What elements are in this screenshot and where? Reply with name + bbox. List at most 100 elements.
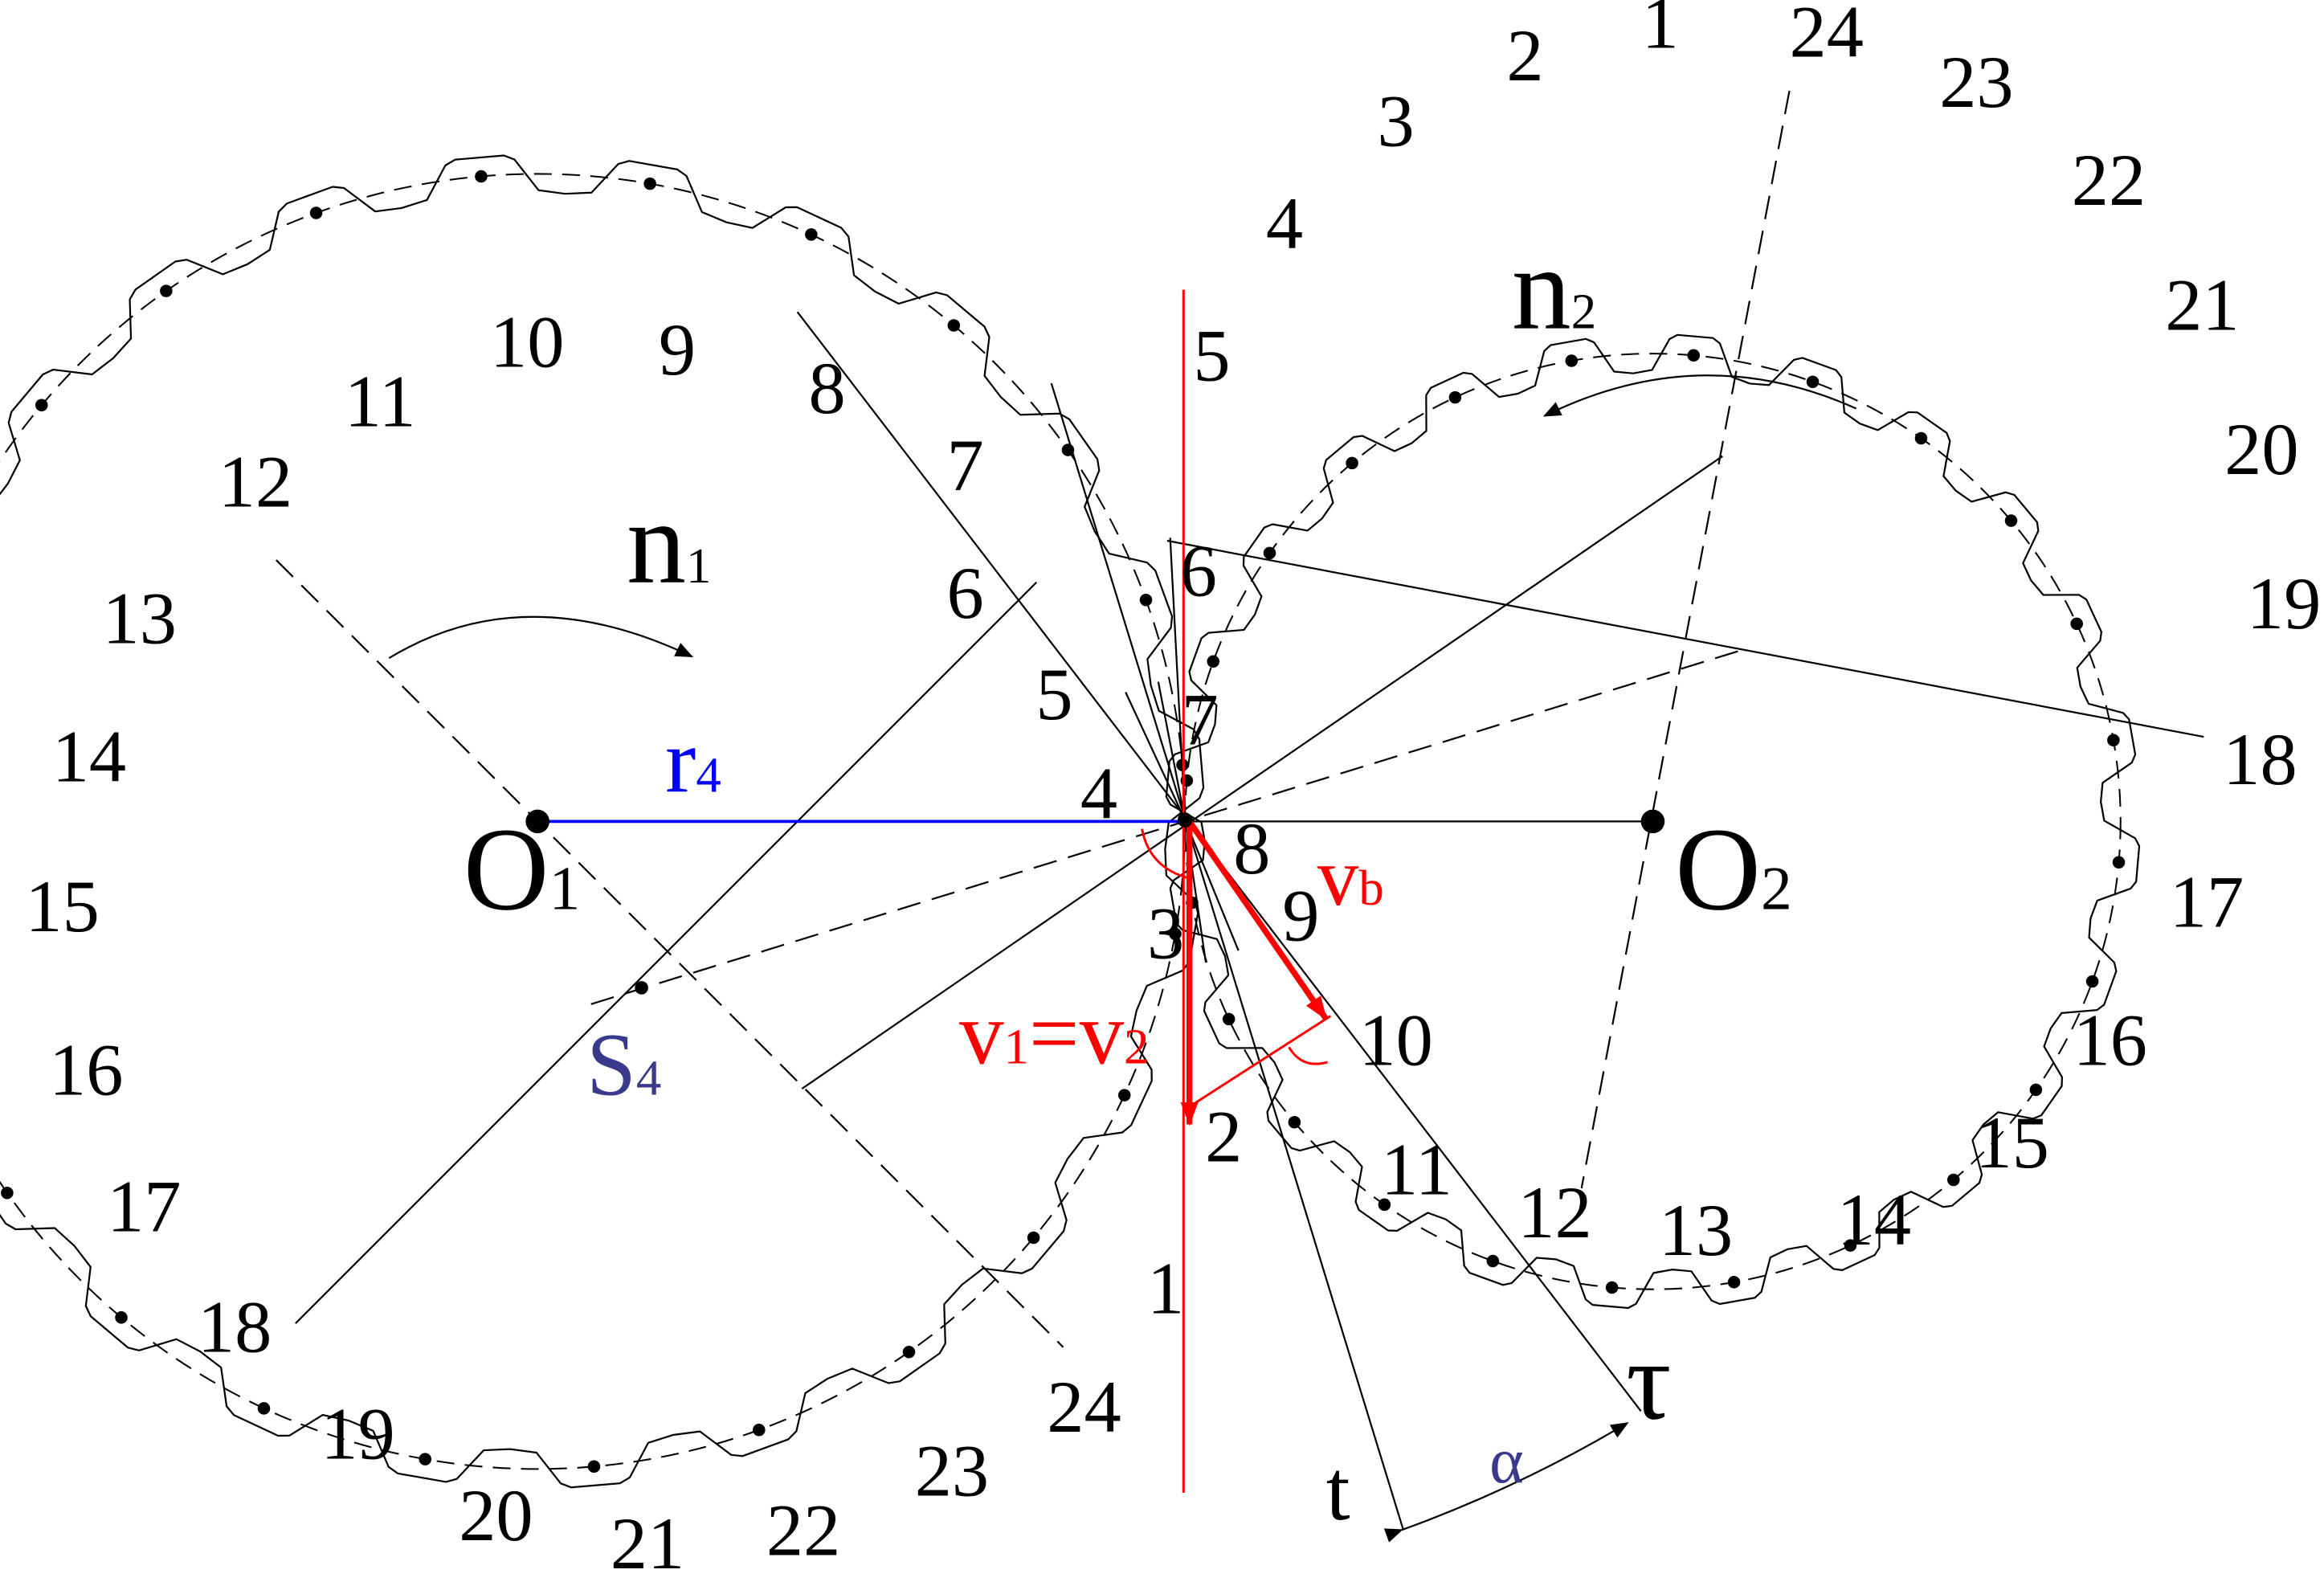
gear1-tooth-11: 11 [345, 361, 416, 443]
gear2-pitch-point [2112, 856, 2126, 869]
gear2-pitch-point [1844, 1239, 1857, 1252]
gear2-pitch-point [1914, 431, 1928, 445]
gear2-pitch-point [1565, 354, 1579, 367]
gear2-tooth-outline [1165, 333, 2141, 1310]
gear2-tooth-8: 8 [1233, 807, 1270, 889]
angle-arc-center [1141, 828, 1189, 880]
gear2-tooth-17: 17 [2170, 861, 2244, 943]
gear1-tooth-6: 6 [946, 552, 983, 634]
gear1-tooth-23: 23 [915, 1430, 989, 1512]
label-o1: O1 [464, 803, 581, 934]
center-point-o1 [525, 809, 549, 834]
gear1-pitch-point [902, 1345, 916, 1359]
gear2-pitch-point [2085, 975, 2099, 988]
gear1-tooth-19: 19 [321, 1392, 394, 1474]
gear2-tooth-numbers: 1 2 3 4 5 6 7 8 9 10 11 12 13 14 15 16 1… [1180, 0, 2322, 1271]
gear1-pitch-point [643, 177, 656, 190]
gear2-pitch-point [1207, 655, 1220, 668]
gear2-pitch-point [1486, 1254, 1500, 1268]
label-alpha: α [1489, 1425, 1524, 1497]
label-t: t [1326, 1443, 1350, 1539]
gear2-pitch-point [1346, 456, 1358, 470]
gear1-tooth-7: 7 [946, 424, 983, 506]
gear2-pitch-point [1448, 390, 1462, 404]
line-s4-axis [590, 648, 1746, 1005]
gear1-pitch-point [475, 170, 488, 183]
gear1-pitch-point [115, 1311, 128, 1324]
gear1-diameter-6-18 [295, 581, 1038, 1324]
gear1-tooth-4: 4 [1080, 753, 1117, 835]
gear2-tooth-11: 11 [1381, 1128, 1452, 1210]
gear1-pitch-point [1117, 1089, 1131, 1102]
gear2-tooth-2: 2 [1506, 14, 1543, 96]
rotation-arrow-1 [388, 615, 694, 660]
gear1-tooth-24: 24 [1047, 1366, 1121, 1448]
gear1-tooth-21: 21 [611, 1502, 684, 1582]
angle-arc-vb [1288, 1046, 1329, 1065]
gear1-tooth-9: 9 [659, 309, 696, 390]
gear2-tooth-24: 24 [1790, 0, 1864, 72]
gear1-pitch-point [1169, 927, 1182, 941]
velocity-projection-line [1188, 1015, 1332, 1108]
contact-point [1177, 812, 1193, 828]
gear1-tooth-22: 22 [766, 1490, 840, 1572]
ray-7 [1157, 681, 1187, 820]
gear2-pitch-point [2004, 514, 2018, 527]
gear1-pitch-point [587, 1460, 601, 1473]
gear1-pitch-point [1, 1186, 14, 1200]
gear1-tooth-20: 20 [459, 1474, 533, 1556]
label-n1: n1 [627, 476, 711, 608]
gear1-tooth-8: 8 [809, 347, 846, 429]
gear2-pitch-point [1687, 349, 1701, 362]
point-s4 [635, 981, 648, 995]
label-vb: vb [1317, 832, 1384, 923]
gear2-tooth-6: 6 [1180, 529, 1217, 611]
gear2-tooth-12: 12 [1517, 1171, 1591, 1253]
line-s4-o2 [801, 455, 1723, 1090]
gear1-tooth-3: 3 [1147, 892, 1184, 974]
gear2-diameter-24-12 [1580, 90, 1791, 1189]
gear2-tooth-18: 18 [2223, 718, 2297, 800]
gear1-pitch-point [419, 1453, 432, 1465]
gear2-pitch-point [2029, 1083, 2043, 1097]
gear1-pitch-point [257, 1402, 271, 1415]
gear2-pitch-point [1378, 1198, 1391, 1212]
gear2-pitch-point [1263, 546, 1276, 560]
gear2-tooth-9: 9 [1282, 874, 1319, 956]
rotation-arrow-2 [1542, 374, 1857, 417]
gear2-pitch-point [1605, 1281, 1619, 1294]
gear1-pitch-point [753, 1423, 766, 1437]
gear1-tooth-5: 5 [1035, 653, 1072, 735]
gear2-pitch-point [1222, 1012, 1236, 1026]
gear2-pitch-point [1288, 1115, 1301, 1129]
gear1-pitch-point [35, 399, 48, 412]
label-r4: r4 [665, 709, 721, 811]
gear2-tooth-10: 10 [1358, 999, 1432, 1081]
gear2-tooth-22: 22 [2072, 139, 2146, 221]
alpha-arc [1383, 1422, 1629, 1543]
gear2-tooth-20: 20 [2224, 408, 2298, 490]
gear2-pitch-point [1806, 375, 1820, 388]
gear1-tooth-18: 18 [198, 1286, 272, 1367]
gear1-tooth-10: 10 [490, 301, 564, 383]
ray-5 [1125, 692, 1187, 821]
ray-9 [1184, 820, 1240, 951]
gear1-tooth-12: 12 [219, 441, 292, 523]
gear2-tooth-4: 4 [1266, 182, 1303, 264]
gear1-tooth-2: 2 [1205, 1096, 1242, 1178]
label-tau: τ [1626, 1319, 1671, 1444]
gear1-tooth-16: 16 [49, 1029, 123, 1111]
gear1-tooth-outline [0, 154, 1205, 1489]
gear2-tooth-5: 5 [1193, 314, 1230, 396]
gear2-tooth-13: 13 [1659, 1189, 1733, 1271]
gear2-tooth-21: 21 [2165, 264, 2239, 346]
gear1-tooth-15: 15 [25, 865, 99, 947]
line-t [1050, 382, 1404, 1531]
gear2-tooth-23: 23 [1939, 41, 2013, 123]
gear2-tooth-14: 14 [1837, 1179, 1911, 1261]
gear-2 [1165, 333, 2141, 1310]
gear2-tooth-3: 3 [1378, 80, 1415, 161]
velocity-vb-arrow [1187, 820, 1329, 1021]
center-point-o2 [1640, 809, 1665, 834]
